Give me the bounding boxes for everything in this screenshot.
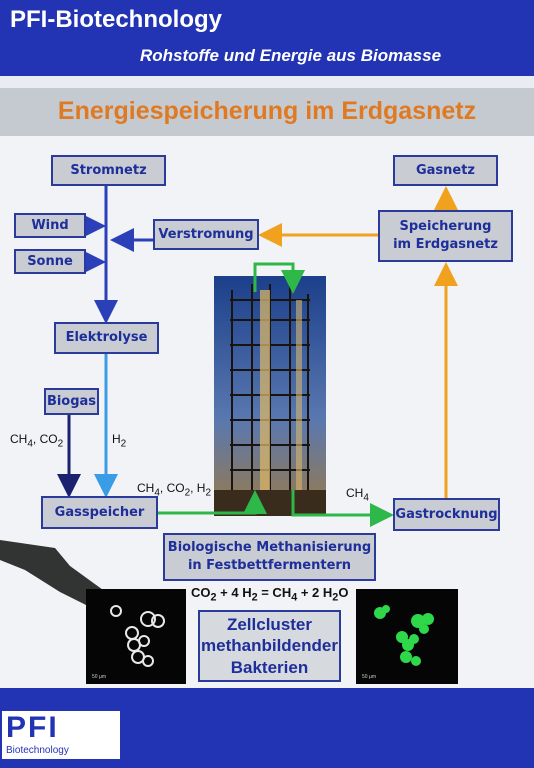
box-gasnetz: Gasnetz — [393, 155, 498, 186]
reactor-column — [296, 300, 302, 490]
speicherung-line2: im Erdgasnetz — [393, 237, 498, 252]
zell-line2: methanbildender — [201, 636, 338, 656]
arrow-gasspeicher-reactor — [158, 490, 267, 515]
label-h2: H2 — [112, 432, 127, 450]
speicherung-line1: Speicherung — [399, 219, 492, 235]
micrograph-scale-label: 50 µm — [92, 674, 106, 680]
box-gastrocknung: Gastrocknung — [393, 498, 500, 531]
reactor-column — [260, 290, 270, 490]
methanisierung-line1: Biologische Methanisierung — [167, 540, 372, 556]
methanisierung-line2: in Festbettfermentern — [187, 558, 352, 573]
title-band — [0, 88, 534, 136]
cell-cluster-image — [110, 605, 165, 667]
header-bar: PFI-Biotechnology Rohstoffe und Energie … — [0, 0, 534, 76]
reaction-equation: CO2 + 4 H2 = CH4 + 2 H2O — [191, 585, 349, 604]
label-gas-mix: CH4, CO2, H2 — [137, 481, 212, 499]
zell-line3: Bakterien — [230, 657, 309, 677]
reactor-tower — [230, 284, 310, 490]
zell-line1: Zellcluster — [226, 615, 313, 635]
brand-name: PFI-Biotechnology — [10, 6, 222, 33]
label-ch4-out: CH4 — [346, 486, 369, 504]
arrow-reactor-loop — [253, 262, 305, 294]
label-ch4-co2-biogas: CH4, CO2 — [10, 432, 64, 450]
box-zellcluster: Zellcluster methanbildender Bakterien — [198, 610, 341, 682]
pfi-logo: PFI Biotechnology — [2, 711, 120, 759]
box-methanisierung: Biologische Methanisierung in Festbettfe… — [163, 533, 376, 581]
logo-subtext: Biotechnology — [6, 745, 69, 756]
box-gasspeicher: Gasspeicher — [41, 496, 158, 529]
box-biogas: Biogas — [44, 388, 99, 415]
micrograph-fluorescence-white: 50 µm — [86, 589, 186, 684]
micrograph-fluorescence-green: 50 µm — [356, 589, 458, 684]
box-stromnetz: Stromnetz — [51, 155, 166, 186]
logo-text: PFI — [6, 711, 59, 744]
arrow-reactor-gastrocknung — [291, 490, 394, 527]
green-cell-cluster-image — [374, 605, 434, 666]
box-elektrolyse: Elektrolyse — [54, 322, 159, 354]
diagram-title: Energiespeicherung im Erdgasnetz — [57, 97, 477, 125]
micrograph-scale-label: 50 µm — [362, 674, 376, 680]
box-sonne: Sonne — [14, 249, 86, 274]
box-verstromung: Verstromung — [153, 219, 259, 250]
box-speicherung: Speicherung im Erdgasnetz — [378, 210, 513, 262]
tagline: Rohstoffe und Energie aus Biomasse — [140, 46, 442, 65]
pointer-shadow — [0, 540, 112, 618]
box-wind: Wind — [14, 213, 86, 238]
